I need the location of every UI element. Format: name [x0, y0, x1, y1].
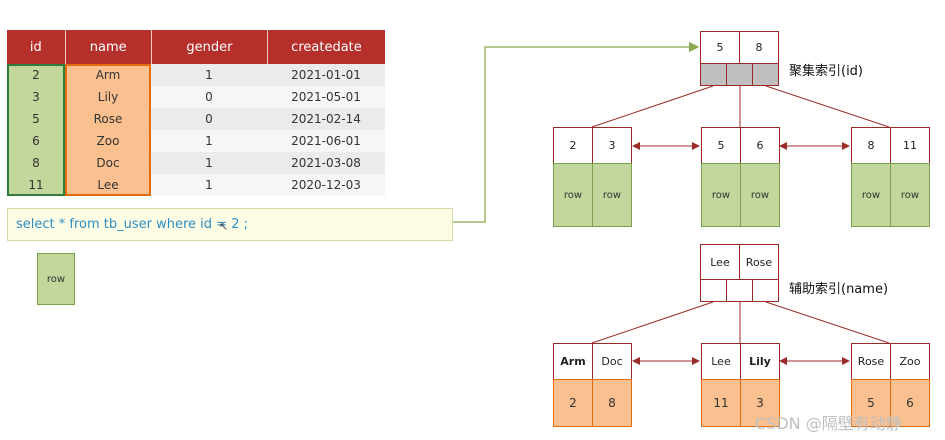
sql-to-root-arrow: [453, 41, 700, 223]
secondary-branch-right: [765, 301, 890, 344]
clustered-leaf-key: 8: [851, 127, 891, 164]
secondary-leaf-id: 5: [851, 379, 891, 427]
cell-createdate: 2021-02-14: [291, 112, 361, 126]
secondary-leaf-key: Rose: [851, 343, 891, 380]
id-column-highlight: [7, 64, 65, 196]
cell-id: 2: [7, 64, 65, 86]
clustered-index-label: 聚集索引(id): [789, 64, 864, 79]
cell-id: 8: [7, 152, 65, 174]
col-header-id: id: [7, 30, 66, 64]
secondary-index-label: 辅助索引(name): [789, 282, 889, 297]
cell-name: Zoo: [65, 130, 151, 152]
name-column-highlight: [65, 64, 151, 196]
secondary-branch-left: [591, 301, 714, 344]
cell-id: 6: [7, 130, 65, 152]
clustered-root-key-1: 8: [739, 31, 779, 64]
sql-query-text: select * from tb_user where id = 2 ;: [16, 217, 248, 232]
clustered-branch-right: [765, 85, 890, 128]
cell-createdate: 2021-01-01: [291, 68, 361, 82]
col-header-name: name: [66, 30, 152, 64]
table-row: 5 Rose 0 2021-02-14: [7, 108, 385, 130]
secondary-root-key-0: Lee: [700, 244, 740, 280]
clustered-leaf-key: 5: [701, 127, 741, 164]
cell-createdate: 2021-03-08: [291, 156, 361, 170]
cell-createdate: 2021-06-01: [291, 134, 361, 148]
user-table: id name gender createdate 2 Arm 1 2021-0…: [7, 30, 385, 196]
secondary-leaf-key: Zoo: [890, 343, 930, 380]
clustered-leaf-row: row: [553, 163, 593, 227]
secondary-leaf-id: 3: [740, 379, 780, 427]
cell-name: Rose: [65, 108, 151, 130]
cell-id: 5: [7, 108, 65, 130]
clustered-leaf-key: 11: [890, 127, 930, 164]
secondary-leaf-id: 2: [553, 379, 593, 427]
clustered-leaf-row: row: [740, 163, 780, 227]
query-result-label: row: [46, 273, 66, 285]
clustered-branch-left: [591, 85, 714, 128]
secondary-leaf-id: 6: [890, 379, 930, 427]
clustered-leaf-row: row: [592, 163, 632, 227]
sql-query-box: select * from tb_user where id = 2 ;: [7, 208, 453, 241]
cell-gender: 0: [205, 90, 213, 104]
query-result-row: row: [37, 253, 75, 305]
cell-name: Lee: [65, 174, 151, 196]
cell-name: Arm: [65, 64, 151, 86]
cell-gender: 1: [205, 134, 213, 148]
table-row: 6 Zoo 1 2021-06-01: [7, 130, 385, 152]
clustered-leaf-key: 2: [553, 127, 593, 164]
secondary-leaf-key: Lily: [740, 343, 780, 380]
table-row: 3 Lily 0 2021-05-01: [7, 86, 385, 108]
table-header: id name gender createdate: [7, 30, 385, 64]
table-row: 8 Doc 1 2021-03-08: [7, 152, 385, 174]
table-row: 11 Lee 1 2020-12-03: [7, 174, 385, 196]
secondary-leaf-key: Arm: [553, 343, 593, 380]
clustered-leaf-key: 6: [740, 127, 780, 164]
cell-gender: 1: [205, 156, 213, 170]
col-header-gender: gender: [152, 30, 268, 64]
col-header-createdate: createdate: [291, 39, 362, 55]
cell-gender: 0: [205, 112, 213, 126]
clustered-leaf-row: row: [851, 163, 891, 227]
cell-createdate: 2020-12-03: [291, 178, 361, 192]
secondary-root-key-1: Rose: [739, 244, 779, 280]
secondary-leaf-key: Lee: [701, 343, 741, 380]
cell-id: 11: [7, 174, 65, 196]
secondary-leaf-id: 8: [592, 379, 632, 427]
clustered-root-pointer: [726, 63, 753, 86]
cell-name: Lily: [65, 86, 151, 108]
secondary-root-pointer: [752, 279, 779, 302]
cell-gender: 1: [205, 68, 213, 82]
table-row: 2 Arm 1 2021-01-01: [7, 64, 385, 86]
cell-name: Doc: [65, 152, 151, 174]
clustered-leaf-row: row: [890, 163, 930, 227]
secondary-root-pointer: [726, 279, 753, 302]
cell-createdate: 2021-05-01: [291, 90, 361, 104]
clustered-leaf-row: row: [701, 163, 741, 227]
secondary-leaf-key: Doc: [592, 343, 632, 380]
clustered-root-key-0: 5: [700, 31, 740, 64]
secondary-leaf-id: 11: [701, 379, 741, 427]
clustered-root-pointer: [752, 63, 779, 86]
mouse-cursor-icon: ↖: [219, 220, 229, 233]
cell-id: 3: [7, 86, 65, 108]
secondary-root-pointer: [700, 279, 727, 302]
watermark: CSDN @隔壁有动静: [755, 414, 902, 433]
clustered-leaf-key: 3: [592, 127, 632, 164]
clustered-root-pointer: [700, 63, 727, 86]
cell-gender: 1: [205, 178, 213, 192]
